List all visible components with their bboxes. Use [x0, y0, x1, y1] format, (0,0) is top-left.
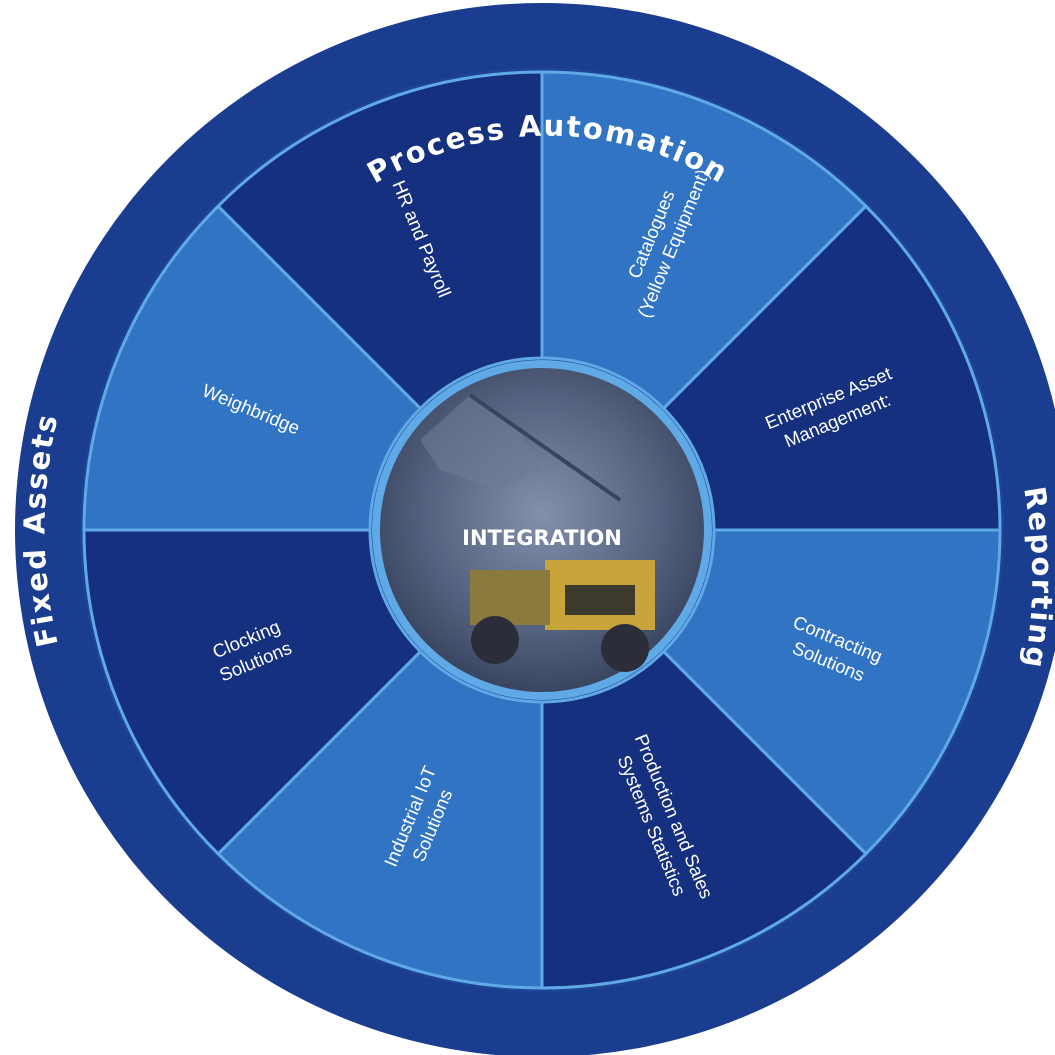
segment-industrial-iot	[216, 649, 544, 990]
segment-production-and-sales	[540, 649, 868, 990]
center-label: INTEGRATION	[462, 526, 622, 550]
mining-truck-illustration	[420, 393, 655, 672]
segment-catalogues	[540, 70, 868, 411]
segment-clocking-solutions	[82, 528, 423, 856]
segment-hr-and-payroll	[216, 70, 544, 411]
segment-weighbridge	[82, 204, 423, 532]
segment-enterprise-asset-management	[661, 204, 1002, 532]
segment-contracting-solutions	[661, 528, 1002, 856]
